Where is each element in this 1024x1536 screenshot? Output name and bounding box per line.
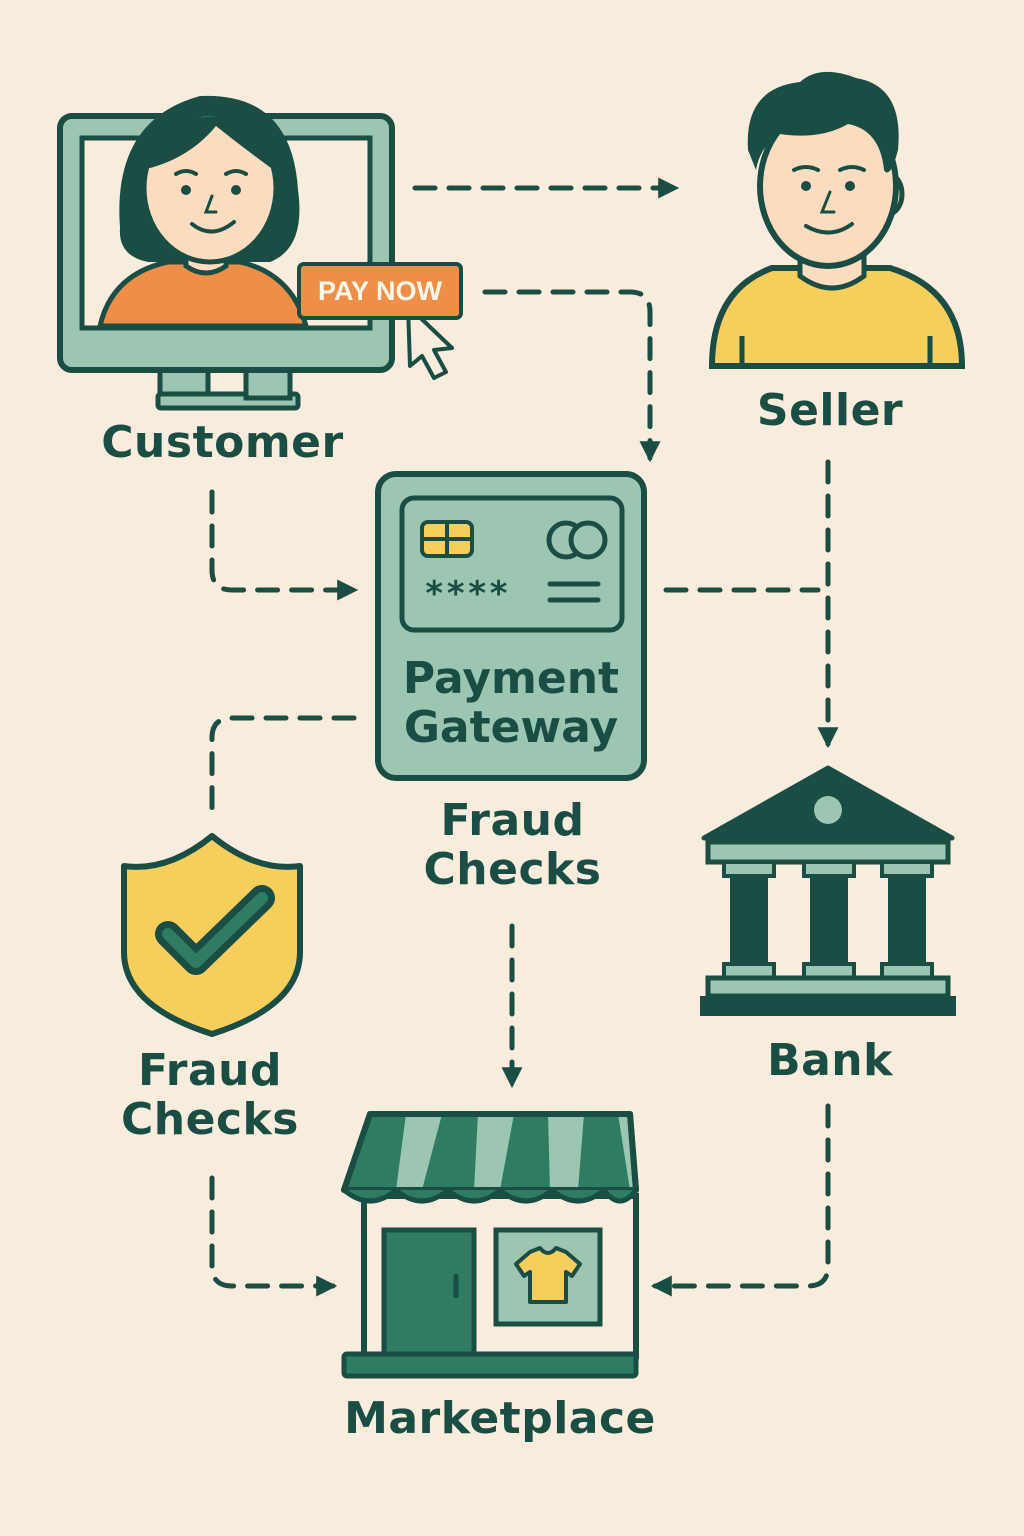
arrow-pay-to-gateway — [482, 289, 661, 463]
shield-fraud-checks-label: Fraud Checks — [100, 1046, 320, 1145]
bank-label: Bank — [730, 1035, 930, 1086]
seller-label: Seller — [720, 385, 940, 436]
customer-label-text: Customer — [101, 417, 344, 468]
cursor-icon — [406, 304, 454, 380]
bank-icon — [700, 765, 956, 1016]
payment-gateway-title: Payment Gateway — [378, 654, 644, 753]
payment-gateway-title-line1: Payment — [402, 653, 620, 704]
shield-fraud-checks-line2: Checks — [121, 1094, 299, 1146]
person-icon — [708, 71, 966, 369]
credit-card-icon — [375, 471, 647, 781]
marketplace-label-text: Marketplace — [344, 1393, 656, 1444]
monitor-person-icon — [57, 95, 395, 411]
shield-check-icon — [121, 833, 303, 1037]
t-shirt-icon — [514, 1246, 582, 1304]
gateway-fraud-checks-label: Fraud Checks — [405, 796, 620, 895]
shield-fraud-checks-line1: Fraud — [138, 1045, 282, 1096]
line-gateway-to-shield — [209, 715, 357, 823]
marketplace-label: Marketplace — [320, 1393, 680, 1444]
storefront-icon — [341, 1111, 639, 1379]
card-number-mask: **** — [424, 574, 510, 614]
pay-now-button[interactable]: PAY NOW — [297, 262, 463, 320]
bank-label-text: Bank — [767, 1035, 893, 1086]
gateway-fraud-checks-line2: Checks — [423, 844, 602, 896]
arrow-bank-to-marketplace — [650, 1103, 831, 1297]
arrow-customer-to-gateway — [209, 489, 359, 601]
gateway-fraud-checks-line1: Fraud — [440, 795, 585, 846]
arrow-shield-to-marketplace — [209, 1175, 338, 1297]
seller-label-text: Seller — [756, 385, 904, 436]
payment-gateway-title-line2: Gateway — [403, 702, 619, 754]
customer-label: Customer — [80, 417, 365, 468]
